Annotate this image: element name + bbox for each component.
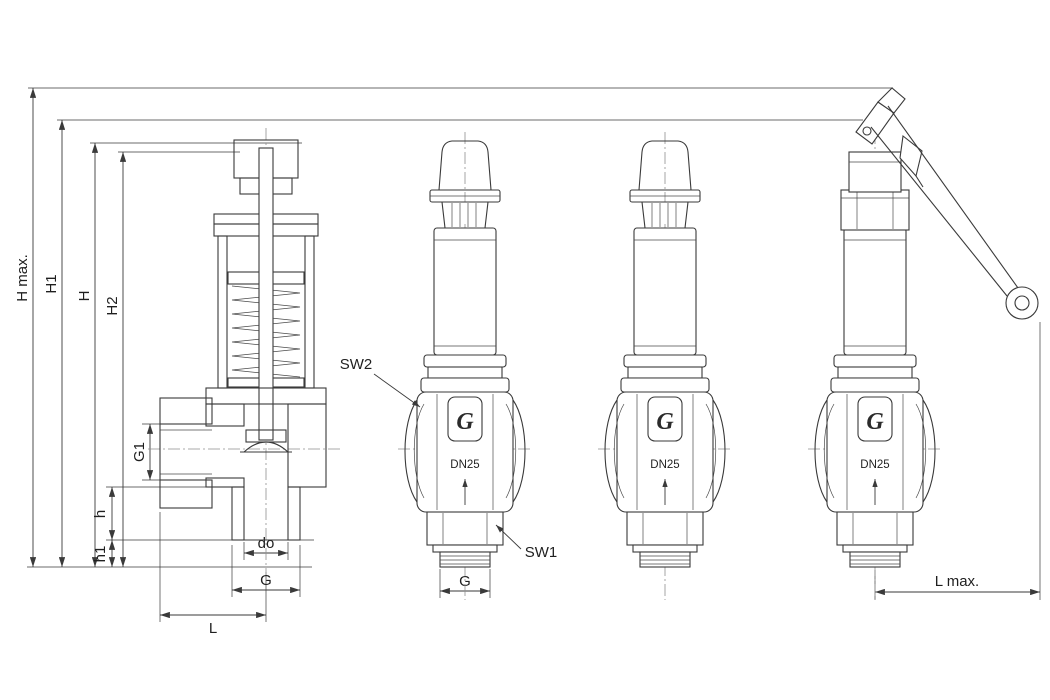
inlet-port-wall-bottom (159, 479, 213, 509)
outlet-wall-right (287, 486, 301, 541)
lever-cam (899, 134, 923, 178)
label-g-section: G (260, 572, 272, 589)
extension-lines (27, 87, 1041, 622)
lever-housing (848, 151, 902, 193)
dimension-labels: H max. H1 H H2 G1 h h1 do G L G L max. (14, 254, 979, 637)
lever-pivot-pin (862, 126, 872, 136)
front-view-1 (398, 131, 532, 600)
label-l-max: L max. (935, 573, 979, 590)
body-wall-left-upper (205, 403, 245, 427)
label-sw2: SW2 (340, 356, 373, 373)
label-h1-upper: H1 (43, 274, 60, 293)
lever-view-body (808, 224, 942, 600)
lever-arm-inner (870, 126, 1008, 297)
front-view-2 (598, 131, 732, 600)
label-sw1: SW1 (525, 544, 558, 561)
housing-wall-right (304, 235, 315, 389)
lever-tip (877, 87, 906, 114)
label-h2-upper: H2 (104, 296, 121, 315)
label-g-front: G (459, 573, 471, 590)
front-view-2-knob (629, 131, 701, 229)
lever-arm-outer (887, 105, 1019, 289)
label-h-lower: h (92, 510, 109, 518)
body-flange (205, 387, 327, 405)
spindle (258, 147, 274, 441)
body-wall-right (287, 403, 327, 488)
lever-view (808, 87, 1039, 600)
outlet-wall-left (231, 486, 245, 541)
hex-bonnet-cap (840, 189, 910, 231)
housing-wall-left (217, 235, 228, 389)
front-view-1-body (398, 224, 532, 600)
lever-ring-grip (1005, 286, 1039, 320)
label-h-upper: H (76, 291, 93, 302)
sw1-leader-line (495, 524, 522, 550)
body-wall-left-lower (205, 477, 245, 488)
callout-sw2: SW2 (340, 356, 421, 408)
front-view-1-knob (429, 131, 501, 229)
label-h1-lower: h1 (92, 546, 109, 563)
callout-sw1: SW1 (495, 524, 558, 561)
inlet-port-wall-top (159, 397, 213, 425)
label-g1: G1 (131, 442, 148, 462)
dimension-lines (29, 88, 1040, 619)
section-view (148, 128, 340, 575)
label-l: L (209, 620, 217, 637)
front-view-2-body (598, 224, 732, 600)
lever-ring-hole (1014, 295, 1030, 311)
disc-dome (243, 441, 289, 453)
sw2-leader-line (373, 373, 421, 408)
label-h-max: H max. (14, 254, 31, 302)
